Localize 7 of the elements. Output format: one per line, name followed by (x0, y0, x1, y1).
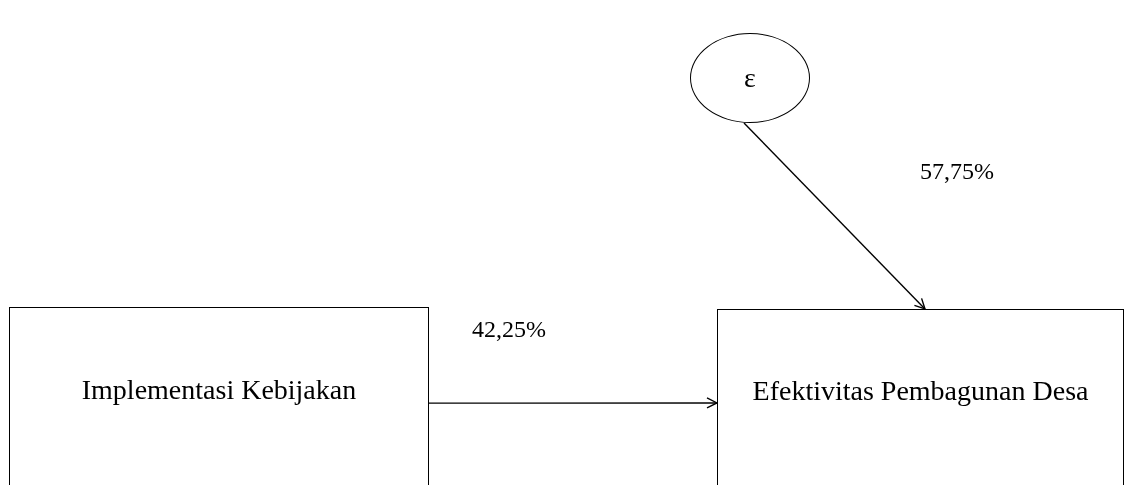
arrow (428, 397, 718, 409)
node-label: ε (743, 60, 757, 95)
variable-box (717, 309, 1124, 485)
node-label: Efektivitas Pembagunan Desa (751, 374, 1090, 409)
node-label: Implementasi Kebijakan (80, 373, 358, 408)
arrow (743, 122, 926, 310)
variable-box (9, 307, 429, 485)
